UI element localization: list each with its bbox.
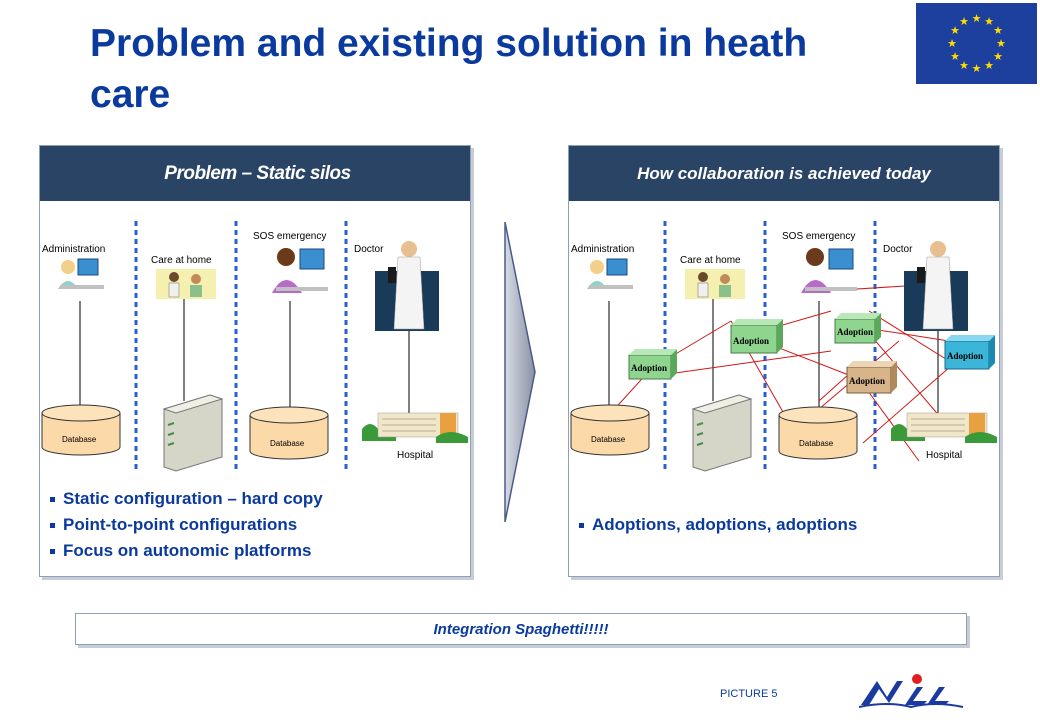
administration-worker-icon [587,258,633,289]
doctor-label: Doctor [354,244,384,255]
svg-text:★: ★ [996,37,1006,50]
svg-text:★: ★ [993,50,1003,63]
adoption-box: Adoption [944,335,995,370]
care-at-home-icon [685,269,745,299]
list-item: Static configuration – hard copy [50,486,323,512]
eu-flag-icon: ★ ★ ★ ★ ★ ★ ★ ★ ★ ★ ★ ★ [916,3,1037,84]
svg-text:★: ★ [972,12,982,25]
collaboration-today-panel: How collaboration is achieved today [568,145,1000,577]
list-item: Point-to-point configurations [50,512,323,538]
svg-text:★: ★ [959,15,969,28]
nll-logo-icon [857,671,965,709]
server-icon [691,394,753,472]
database-cylinder-icon [249,406,329,460]
care-at-home-icon [156,269,216,299]
database-label: Database [799,439,834,448]
svg-text:★: ★ [984,15,994,28]
care-at-home-label: Care at home [151,255,212,266]
database-cylinder-icon [41,404,121,456]
bullet-square-icon [50,496,55,502]
care-at-home-label: Care at home [680,255,741,266]
sos-emergency-label: SOS emergency [782,231,855,242]
bullet-square-icon [50,522,55,528]
bullet-square-icon [50,548,55,554]
bullet-square-icon [579,522,584,528]
list-item: Focus on autonomic platforms [50,538,323,564]
administration-label: Administration [42,244,105,255]
picture-number-label: PICTURE 5 [720,688,778,700]
sos-operator-icon [801,248,857,293]
problem-bullet-list: Static configuration – hard copy Point-t… [50,486,323,564]
database-cylinder-icon [570,404,650,456]
chevron-arrow-icon [504,222,536,522]
svg-text:Adoption: Adoption [733,336,769,346]
database-label: Database [270,439,305,448]
administration-worker-icon [58,258,104,289]
panel-header: Problem – Static silos [40,146,470,201]
svg-text:Adoption: Adoption [631,363,667,373]
svg-text:★: ★ [984,59,994,72]
adoption-box: Adoption [834,313,881,344]
database-cylinder-icon [778,406,858,460]
static-silos-panel: Problem – Static silos Administration Ca… [39,145,471,577]
list-item: Adoptions, adoptions, adoptions [579,512,857,538]
doctor-label: Doctor [883,244,913,255]
integration-spaghetti-banner: Integration Spaghetti!!!!! [75,613,967,645]
svg-text:★: ★ [959,59,969,72]
hospital-icon [362,412,468,443]
collaboration-bullet-list: Adoptions, adoptions, adoptions [579,512,857,538]
hospital-icon [891,412,997,443]
server-icon [162,394,224,472]
hospital-label: Hospital [397,450,433,461]
svg-text:★: ★ [950,50,960,63]
doctor-icon [904,241,968,331]
adoption-box: Adoption [730,319,783,354]
panel-header: How collaboration is achieved today [569,146,999,201]
slide-title: Problem and existing solution in heath c… [90,22,808,116]
database-label: Database [62,435,97,444]
silos-diagram: Administration Care at home SOS emergenc… [41,221,468,473]
svg-text:Adoption: Adoption [837,327,873,337]
sos-emergency-label: SOS emergency [253,231,326,242]
svg-text:★: ★ [950,24,960,37]
hospital-label: Hospital [926,450,962,461]
adoptions-diagram: Administration Care at home SOS emergenc… [570,221,997,473]
adoption-box: Adoption [628,349,677,380]
administration-label: Administration [571,244,634,255]
svg-text:★: ★ [947,37,957,50]
svg-text:Adoption: Adoption [947,351,983,361]
svg-text:★: ★ [972,62,982,75]
svg-text:★: ★ [993,24,1003,37]
doctor-icon [375,241,439,331]
silo-dividers [134,221,348,473]
database-label: Database [591,435,626,444]
sos-operator-icon [272,248,328,293]
adoption-box: Adoption [846,361,897,394]
svg-text:Adoption: Adoption [849,376,885,386]
